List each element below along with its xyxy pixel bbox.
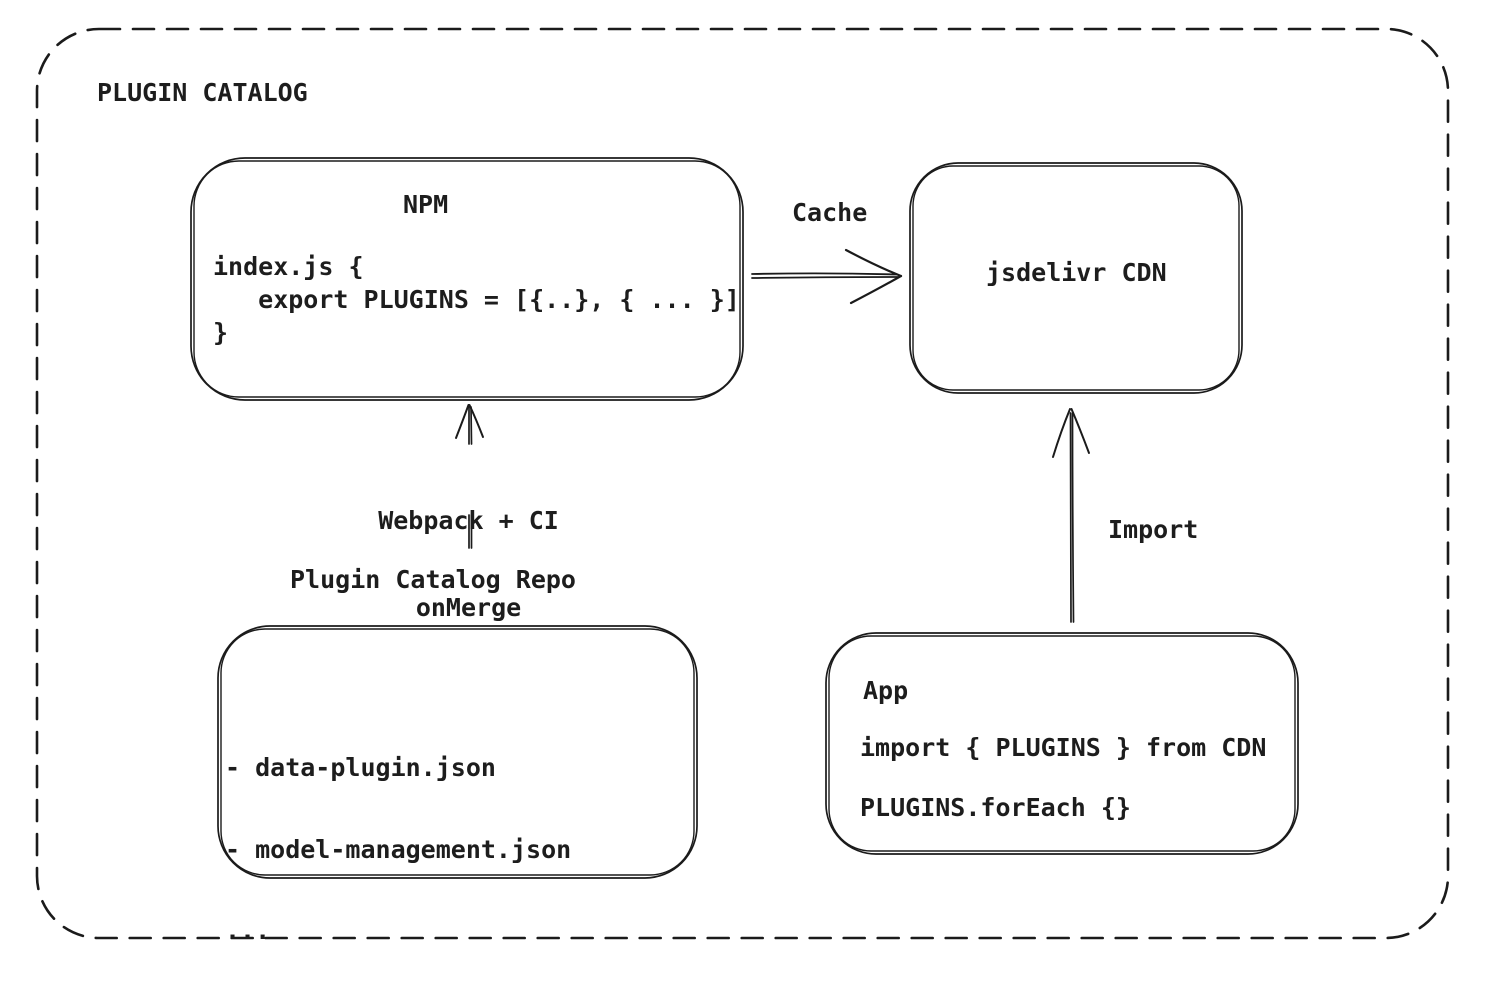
plugin-catalog-boundary [35, 27, 1450, 940]
build-arrow-label-line1: Webpack + CI [378, 506, 559, 535]
cdn-box-label: jsdelivr CDN [986, 258, 1167, 287]
npm-box-title: NPM [403, 190, 449, 219]
cdn-box [909, 162, 1243, 394]
repo-file-item: - model-management.json [225, 834, 572, 864]
repo-file-item: - data-plugin.json [225, 753, 496, 782]
build-arrow-label: Webpack + CI onMerge [377, 448, 560, 680]
import-arrow [1052, 408, 1090, 623]
repo-box-label: Plugin Catalog Repo [290, 565, 576, 594]
repo-file-ellipsis: ... [225, 916, 271, 945]
app-code-foreach-line: PLUGINS.forEach {} [860, 793, 1131, 822]
app-box-title: App [863, 676, 909, 705]
npm-code-snippet: index.js { export PLUGINS = [{..}, { ...… [213, 252, 740, 347]
repo-file-list: - data-plugin.json - model-management.js… [225, 702, 571, 997]
npm-box [190, 157, 744, 401]
repo-box [217, 625, 698, 879]
build-arrow-label-line2: onMerge [415, 593, 522, 622]
cache-arrow-label: Cache [792, 198, 868, 227]
import-arrow-label: Import [1108, 515, 1199, 544]
diagram-title: PLUGIN CATALOG [97, 78, 308, 107]
app-box [825, 632, 1299, 855]
build-arrow [455, 404, 484, 549]
cache-arrow [751, 248, 903, 305]
app-code-import-line: import { PLUGINS } from CDN [860, 733, 1267, 762]
